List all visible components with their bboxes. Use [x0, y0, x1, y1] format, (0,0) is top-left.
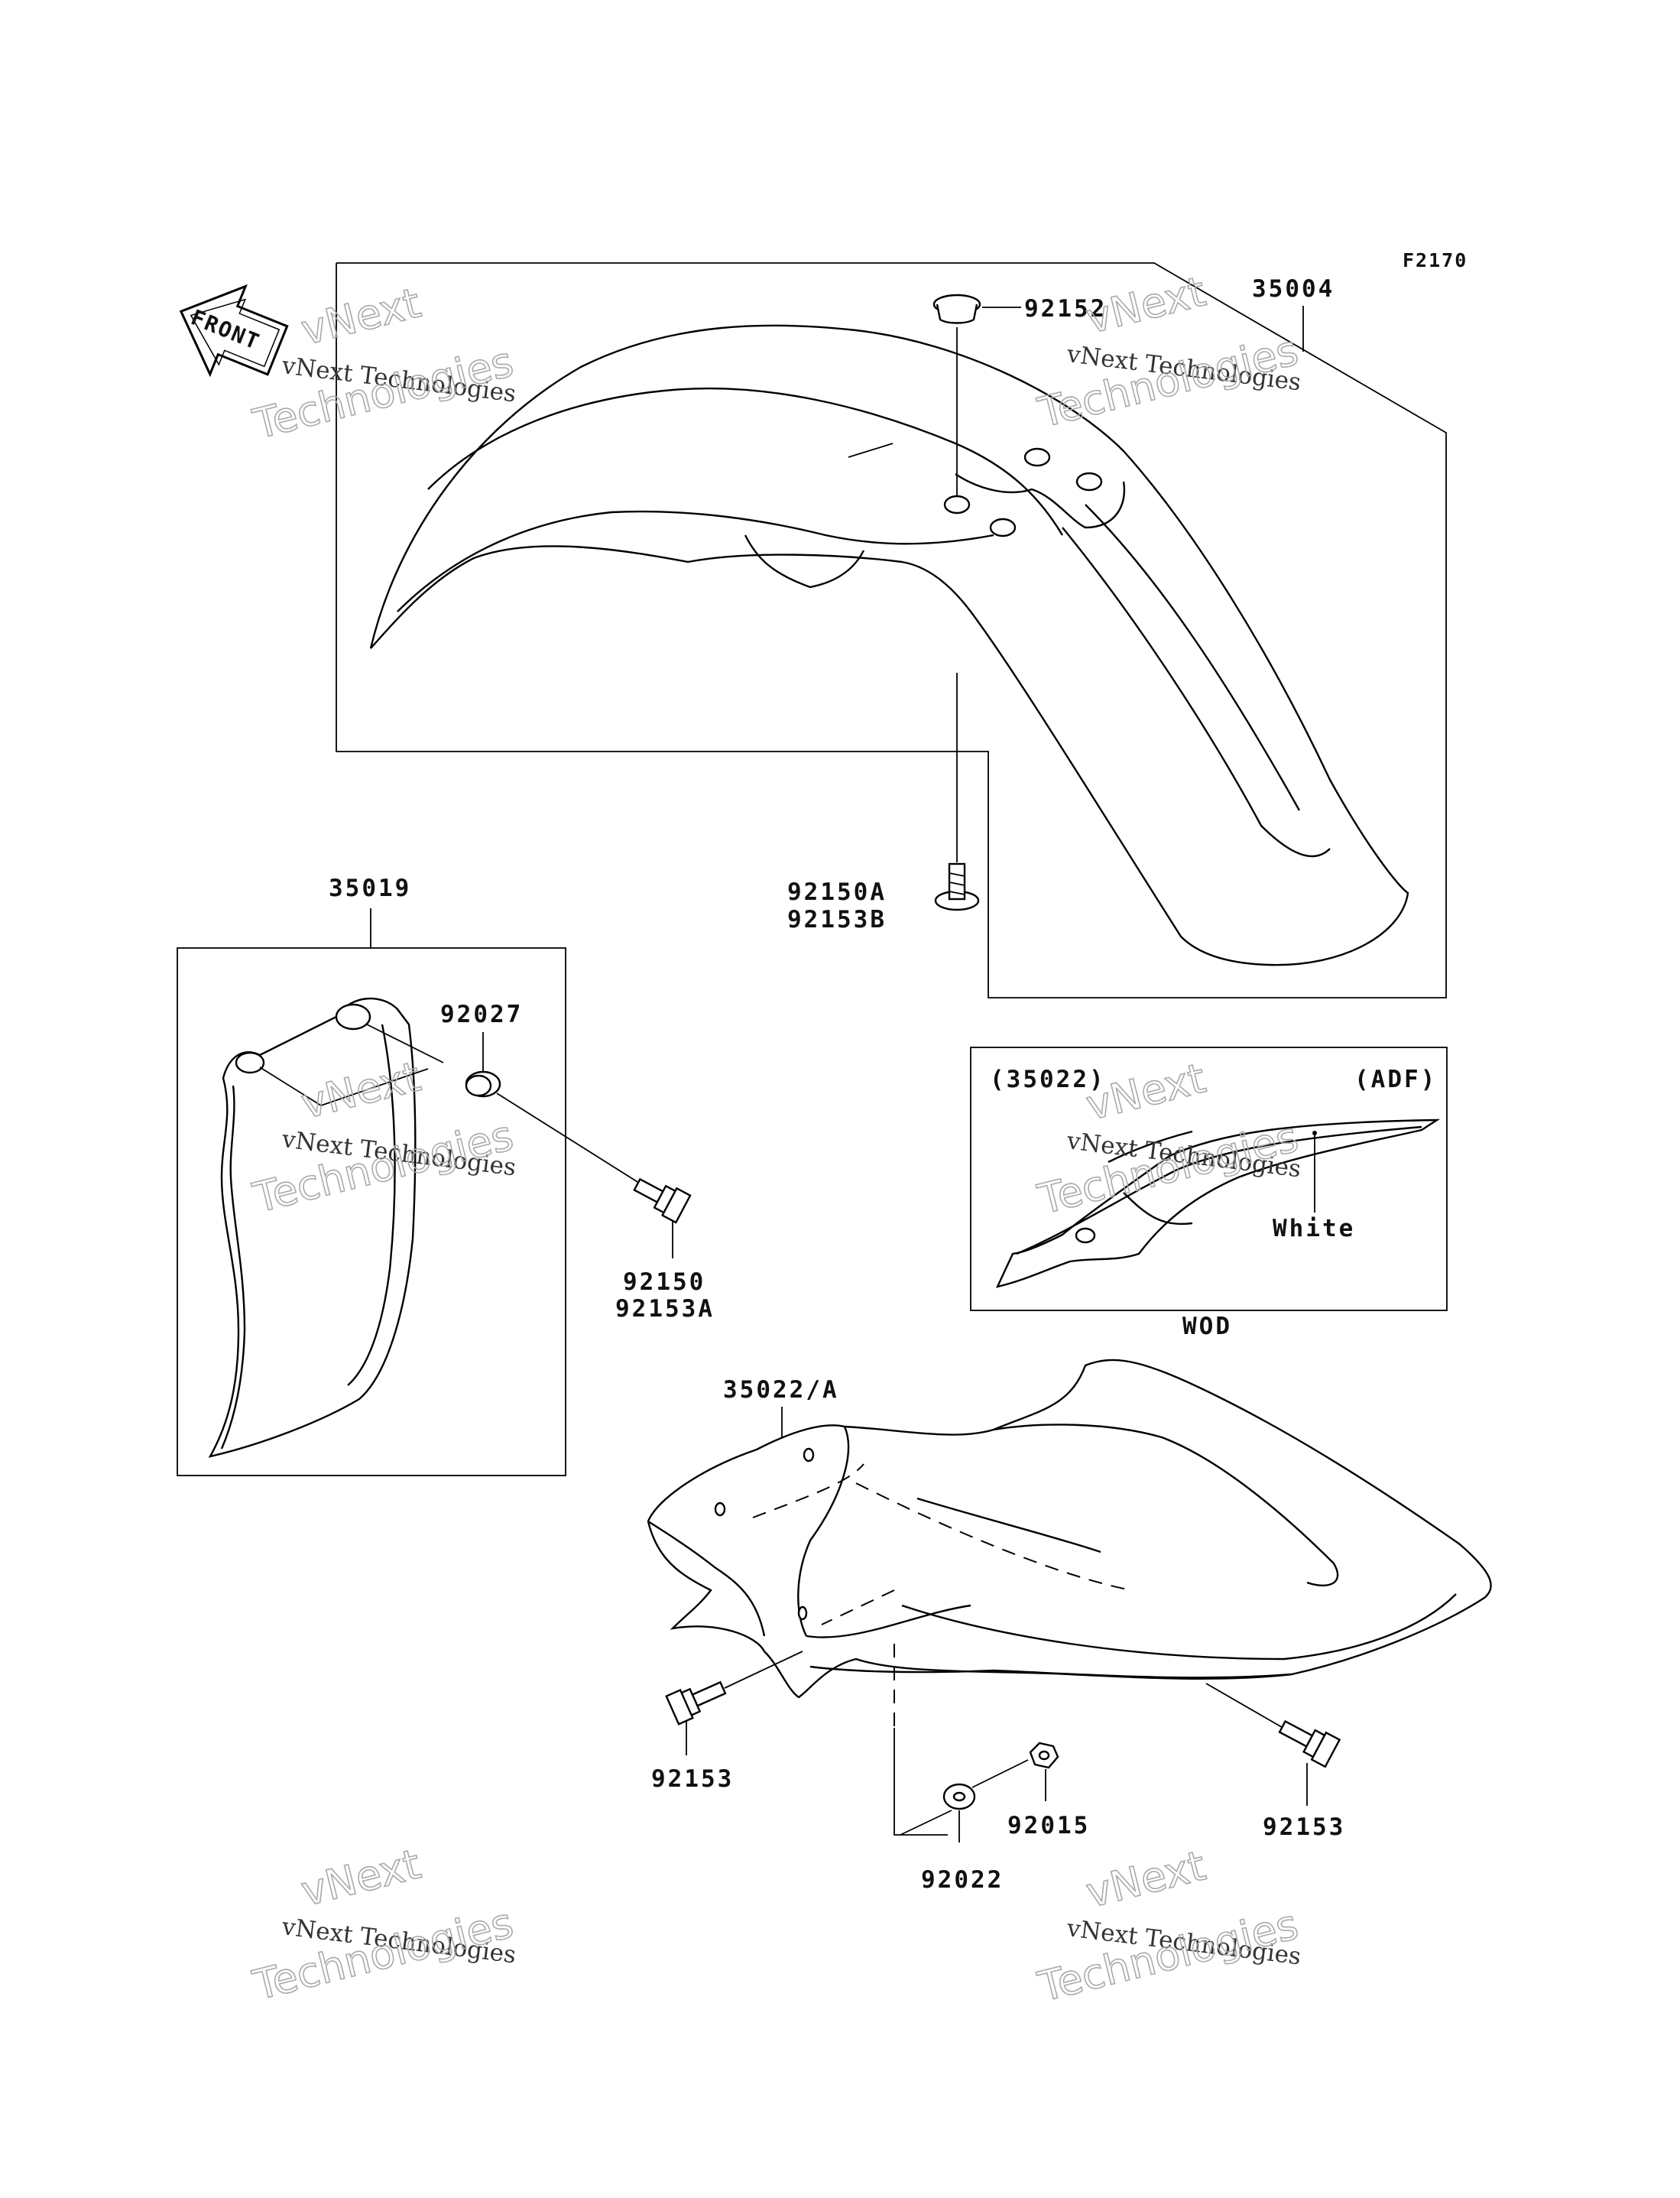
label-35019: 35019 — [329, 875, 411, 902]
rear-fender-hole-3 — [797, 1605, 808, 1621]
fork-guard-outer-edge — [220, 1085, 246, 1450]
leader-92022-link — [900, 1810, 952, 1836]
label-92153B: 92153B — [787, 906, 887, 933]
label-92150A: 92150A — [787, 878, 887, 906]
label-92027: 92027 — [440, 1001, 523, 1028]
fender-hole-1 — [943, 495, 971, 515]
leader-white-dot — [1312, 1131, 1317, 1135]
grommet-92152-icon — [932, 294, 981, 324]
rear-fender-decal-inset: (35022) (ADF) White WOD — [970, 1047, 1448, 1340]
leader-92015-link — [971, 1759, 1029, 1788]
fork-guard-hole-2 — [335, 1003, 371, 1031]
rear-fender-top-ridge — [993, 1424, 1339, 1586]
decal-stripe-3 — [1108, 1130, 1193, 1164]
decal-hole — [1075, 1227, 1096, 1244]
label-92152: 92152 — [1024, 295, 1107, 323]
front-fender-mount-plate — [955, 473, 1126, 529]
front-fender-frame — [336, 262, 1447, 998]
washer-92027-icon — [465, 1070, 501, 1098]
fork-guard-group: 35019 92027 92150 92153A — [177, 875, 715, 1476]
rear-fender-lip — [809, 1665, 1292, 1679]
fork-guard-inner-edge — [347, 1024, 396, 1386]
front-fender-ridge-1 — [397, 510, 994, 612]
leader-92153-right — [1205, 1683, 1286, 1730]
fender-rib — [848, 443, 894, 458]
watermark-bottom-right: vNext vNext Technologies Technologies — [1033, 1841, 1303, 2012]
label-white: White — [1273, 1215, 1355, 1242]
label-92153-left: 92153 — [651, 1765, 734, 1793]
front-fender-frame-left — [336, 263, 942, 752]
label-92153A: 92153A — [615, 1295, 715, 1323]
rear-fender-hidden-1 — [752, 1463, 864, 1518]
fork-guard-leader-2 — [366, 1024, 444, 1063]
fork-guard-hole-1 — [235, 1051, 265, 1074]
front-fender-ridge-3 — [1062, 527, 1331, 858]
leader-92027-bolt — [496, 1093, 650, 1190]
front-fender-ridge-2 — [427, 387, 1064, 536]
decal-stripe-1 — [1016, 1125, 1422, 1255]
front-fender-group: 92152 35004 92150A 92153B — [336, 262, 1447, 998]
rear-fender-side-3 — [806, 1604, 971, 1638]
fork-guard-frame — [177, 947, 566, 1476]
front-fender-ridge-4 — [1085, 504, 1301, 811]
label-wod: WOD — [1182, 1313, 1232, 1340]
label-adf: (ADF) — [1354, 1066, 1437, 1093]
fender-hole-3 — [1023, 447, 1051, 467]
label-92150: 92150 — [623, 1268, 705, 1296]
bolt-92150A-icon — [934, 862, 980, 911]
label-35004: 35004 — [1252, 275, 1335, 303]
rear-fender-side-2 — [901, 1593, 1457, 1661]
rear-fender-inner — [916, 1497, 1101, 1554]
rear-fender-hole-1 — [714, 1502, 726, 1517]
label-92015: 92015 — [1007, 1812, 1090, 1839]
front-arrow-icon: FRONT — [179, 284, 289, 378]
fender-hole-2 — [989, 518, 1017, 537]
label-35022-paren: (35022) — [990, 1066, 1106, 1093]
bolt-92153-left-icon — [665, 1680, 727, 1726]
decal-stripe-2 — [1123, 1192, 1193, 1226]
svg-text:vNext: vNext — [1082, 267, 1210, 343]
watermark-bottom-left: vNext vNext Technologies Technologies — [248, 1839, 518, 2011]
rear-fender-decal — [995, 1118, 1441, 1288]
diagram-code: F2170 — [1403, 249, 1468, 271]
bolt-92150-icon — [633, 1177, 692, 1224]
label-92022: 92022 — [921, 1866, 1004, 1894]
label-35022A: 35022/A — [723, 1376, 839, 1404]
svg-text:vNext: vNext — [297, 278, 425, 354]
front-fender — [369, 324, 1409, 966]
washer-92022-icon — [942, 1783, 976, 1810]
leader-92153-left — [724, 1651, 803, 1689]
svg-text:vNext: vNext — [1082, 1841, 1210, 1917]
rear-fender-edge — [647, 1520, 766, 1637]
rear-fender — [647, 1359, 1492, 1699]
fork-guard-leader-1 — [259, 1067, 429, 1106]
rear-fender-hidden-2 — [855, 1482, 1132, 1591]
leader-92022-bracket — [894, 1728, 948, 1836]
fender-hole-4 — [1075, 472, 1103, 492]
watermark-top-left: vNext vNext Technologies Technologies — [248, 278, 518, 450]
nut-92015-icon — [1029, 1742, 1059, 1769]
decal-inset-frame — [970, 1047, 1448, 1311]
svg-text:vNext: vNext — [297, 1839, 425, 1915]
rear-fender-hole-2 — [803, 1447, 815, 1463]
rear-fender-group: 35022/A 92153 — [647, 1359, 1492, 1894]
fork-guard — [208, 997, 417, 1458]
rear-fender-hidden-3 — [821, 1589, 895, 1625]
front-fender-tab — [744, 534, 865, 589]
bolt-92153-right-icon — [1278, 1719, 1341, 1768]
label-92153-right: 92153 — [1263, 1813, 1345, 1841]
